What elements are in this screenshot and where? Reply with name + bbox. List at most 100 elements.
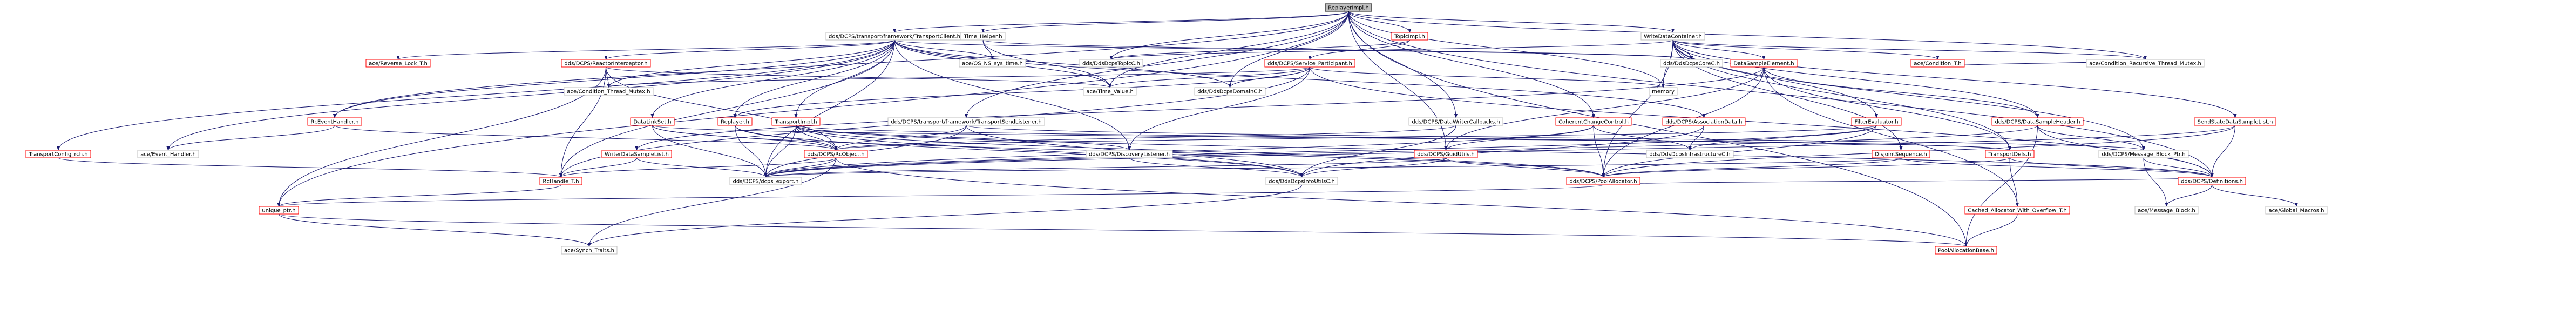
- edge-rchandle-t-h-to-unique-ptr-h: [277, 184, 561, 207]
- node-transportconfig-rch-h[interactable]: TransportConfig_rch.h: [25, 150, 91, 158]
- edge-unique-ptr-h-to-synch-traits-h: [279, 213, 591, 247]
- edge-transportclient-h-to-reactorinterceptor-h: [604, 39, 895, 60]
- node-memory[interactable]: memory: [1649, 87, 1678, 96]
- node-box: [1646, 150, 1734, 158]
- node-ddsdcpscorec-h[interactable]: dds/DdsDcpsCoreC.h: [1660, 59, 1723, 68]
- edge-service-participant-h-to-memory: [1310, 66, 1665, 88]
- node-transportclient-h[interactable]: dds/DCPS/transport/framework/TransportCl…: [825, 32, 964, 41]
- node-discoverylistener-h[interactable]: dds/DCPS/DiscoveryListener.h: [1086, 150, 1173, 158]
- node-ddsdcpsinfrastructurec-h[interactable]: dds/DdsDcpsInfrastructureC.h: [1646, 150, 1734, 158]
- node-poolallocator-h[interactable]: dds/DCPS/PoolAllocator.h: [1566, 177, 1640, 185]
- node-rchandle-t-h[interactable]: RcHandle_T.h: [539, 177, 582, 185]
- node-poolallocationbase-h[interactable]: PoolAllocationBase.h: [1935, 246, 1997, 255]
- edge-replayerimpl-h-to-topicimpl-h: [1348, 11, 1412, 33]
- edge-replayerimpl-h-to-time-helper-h: [981, 11, 1349, 33]
- node-definitions-h[interactable]: dds/DCPS/Definitions.h: [2178, 177, 2246, 185]
- edge-transportdefs-h-to-definitions-h: [2009, 157, 2214, 178]
- edge-sendstatedatasamplelist-h-to-dcps-export-h: [764, 125, 2235, 178]
- node-label: TransportDefs.h: [1988, 152, 2031, 158]
- node-filterevaluator-h[interactable]: FilterEvaluator.h: [1851, 117, 1902, 126]
- node-reverse-lock-t-h[interactable]: ace/Reverse_Lock_T.h: [365, 59, 431, 68]
- node-datasampleheader-h[interactable]: dds/DCPS/DataSampleHeader.h: [1991, 117, 2084, 126]
- node-label: FilterEvaluator.h: [1854, 119, 1898, 125]
- node-rceventhandler-h[interactable]: RcEventHandler.h: [307, 117, 362, 126]
- node-label: ace/Global_Macros.h: [2268, 208, 2324, 214]
- node-unique-ptr-h[interactable]: unique_ptr.h: [259, 206, 299, 215]
- edge-transportclient-h-to-condition-thread-mutex-h: [607, 39, 895, 88]
- node-service-participant-h[interactable]: dds/DCPS/Service_Participant.h: [1264, 59, 1355, 68]
- node-ace-condition-t-h[interactable]: ace/Condition_T.h: [1910, 59, 1965, 68]
- node-topicimpl-h[interactable]: TopicImpl.h: [1391, 32, 1428, 41]
- node-label: WriteDataContainer.h: [1644, 34, 1702, 40]
- node-sendstatedatasamplelist-h[interactable]: SendStateDataSampleList.h: [2194, 117, 2276, 126]
- node-coherentchangecontrol-h[interactable]: CoherentChangeControl.h: [1555, 117, 1632, 126]
- node-label: dds/DCPS/transport/framework/TransportCl…: [829, 34, 960, 40]
- node-cached-allocator-h[interactable]: Cached_Allocator_With_Overflow_T.h: [1964, 206, 2070, 215]
- node-time-helper-h[interactable]: Time_Helper.h: [960, 32, 1006, 41]
- edge-replayer-h-to-ddsdcpsinfoutilsc-h: [735, 125, 1304, 178]
- edge-replayerimpl-h-to-writedatacontainer-h: [1348, 11, 1675, 33]
- node-datalinkset-h[interactable]: DataLinkSet.h: [630, 117, 675, 126]
- node-box: [1935, 246, 1997, 255]
- node-box: [1408, 117, 1503, 126]
- node-guidutils-h[interactable]: dds/DCPS/GuidUtils.h: [1414, 150, 1478, 158]
- node-box: [1264, 59, 1355, 68]
- node-box: [1985, 150, 2035, 158]
- node-associationdata-h[interactable]: dds/DCPS/AssociationData.h: [1662, 117, 1746, 126]
- node-label: Replayer.h: [721, 119, 749, 125]
- node-dcps-export-h[interactable]: dds/DCPS/dcps_export.h: [729, 177, 802, 185]
- node-synch-traits-h[interactable]: ace/Synch_Traits.h: [561, 246, 618, 255]
- node-box: [1325, 3, 1372, 12]
- node-os-ns-sys-time-h[interactable]: ace/OS_NS_sys_time.h: [959, 59, 1026, 68]
- node-box: [2265, 206, 2328, 215]
- edge-replayerimpl-h-to-rceventhandler-h: [333, 11, 1349, 118]
- node-box: [1662, 117, 1746, 126]
- edge-coherentchangecontrol-h-to-guidutils-h: [1444, 125, 1594, 151]
- node-transportdefs-h[interactable]: TransportDefs.h: [1985, 150, 2035, 158]
- node-event-handler-h[interactable]: ace/Event_Handler.h: [137, 150, 199, 158]
- edge-cached-allocator-h-to-poolallocationbase-h: [1964, 213, 2018, 247]
- node-label: ReplayerImpl.h: [1328, 5, 1368, 11]
- node-box: [1910, 59, 1965, 68]
- edge-transportclient-h-to-rceventhandler-h: [333, 39, 895, 118]
- node-ddsdcpsinfoutilsc-h[interactable]: dds/DdsDcpsInfoUtilsC.h: [1265, 177, 1338, 185]
- node-condition-thread-mutex-h[interactable]: ace/Condition_Thread_Mutex.h: [564, 87, 654, 96]
- node-label: dds/DCPS/DataSampleHeader.h: [1995, 119, 2080, 125]
- edge-writedatacontainer-h-to-filterevaluator-h: [1672, 39, 1878, 118]
- edge-filterevaluator-h-to-rcobject-h: [835, 125, 1877, 151]
- node-label: memory: [1652, 89, 1675, 95]
- node-message-block-h[interactable]: ace/Message_Block.h: [2134, 206, 2199, 215]
- node-reactorinterceptor-h[interactable]: dds/DCPS/ReactorInterceptor.h: [561, 59, 651, 68]
- node-message-block-ptr-h[interactable]: dds/DCPS/Message_Block_Ptr.h: [2098, 150, 2189, 158]
- node-datawritercallbacks-h[interactable]: dds/DCPS/DataWriterCallbacks.h: [1408, 117, 1503, 126]
- node-transportsendlistener-h[interactable]: dds/DCPS/transport/framework/TransportSe…: [887, 117, 1045, 126]
- node-box: [1964, 206, 2070, 215]
- edge-definitions-h-to-message-block-h: [2165, 184, 2212, 207]
- edge-replayerimpl-h-to-definitions-h: [1348, 11, 2214, 178]
- node-cond-recursive-thread-mutex-h[interactable]: ace/Condition_Recursive_Thread_Mutex.h: [2086, 59, 2205, 68]
- edge-message-block-ptr-h-to-definitions-h: [2143, 157, 2214, 178]
- node-rcobject-h[interactable]: dds/DCPS/RcObject.h: [804, 150, 868, 158]
- node-label: dds/DdsDcpsTopicC.h: [1082, 61, 1140, 67]
- edge-transportclient-h-to-reverse-lock-t-h: [396, 39, 895, 60]
- node-time-value-h[interactable]: ace/Time_Value.h: [1083, 87, 1137, 96]
- node-writedatacontainer-h[interactable]: WriteDataContainer.h: [1640, 32, 1705, 41]
- node-label: dds/DCPS/Message_Block_Ptr.h: [2102, 152, 2185, 158]
- node-box: [729, 177, 802, 185]
- edge-replayerimpl-h-to-ddsdcpstopicc-h: [1109, 11, 1349, 60]
- node-ddsdcpsdomainc-h[interactable]: dds/DdsDcpsDomainC.h: [1194, 87, 1266, 96]
- node-ddsdcpstopicc-h[interactable]: dds/DdsDcpsTopicC.h: [1079, 59, 1143, 68]
- edge-replayerimpl-h-to-poolallocationbase-h: [1348, 11, 1968, 247]
- node-label: RcEventHandler.h: [310, 119, 358, 125]
- node-transportimpl-h[interactable]: TransportImpl.h: [771, 117, 821, 126]
- node-label: dds/DdsDcpsInfoUtilsC.h: [1269, 179, 1335, 185]
- node-replayer-h[interactable]: Replayer.h: [717, 117, 753, 126]
- node-datasampleelement-h[interactable]: DataSampleElement.h: [1730, 59, 1798, 68]
- node-box: [601, 150, 672, 158]
- node-disjointsequence-h[interactable]: DisjointSequence.h: [1872, 150, 1930, 158]
- node-box: [1265, 177, 1338, 185]
- node-writerdatasamplelist-h[interactable]: WriterDataSampleList.h: [601, 150, 672, 158]
- edge-topicimpl-h-to-service-participant-h: [1308, 39, 1410, 60]
- node-global-macros-h[interactable]: ace/Global_Macros.h: [2265, 206, 2328, 215]
- node-replayerimpl-h[interactable]: ReplayerImpl.h: [1325, 3, 1372, 12]
